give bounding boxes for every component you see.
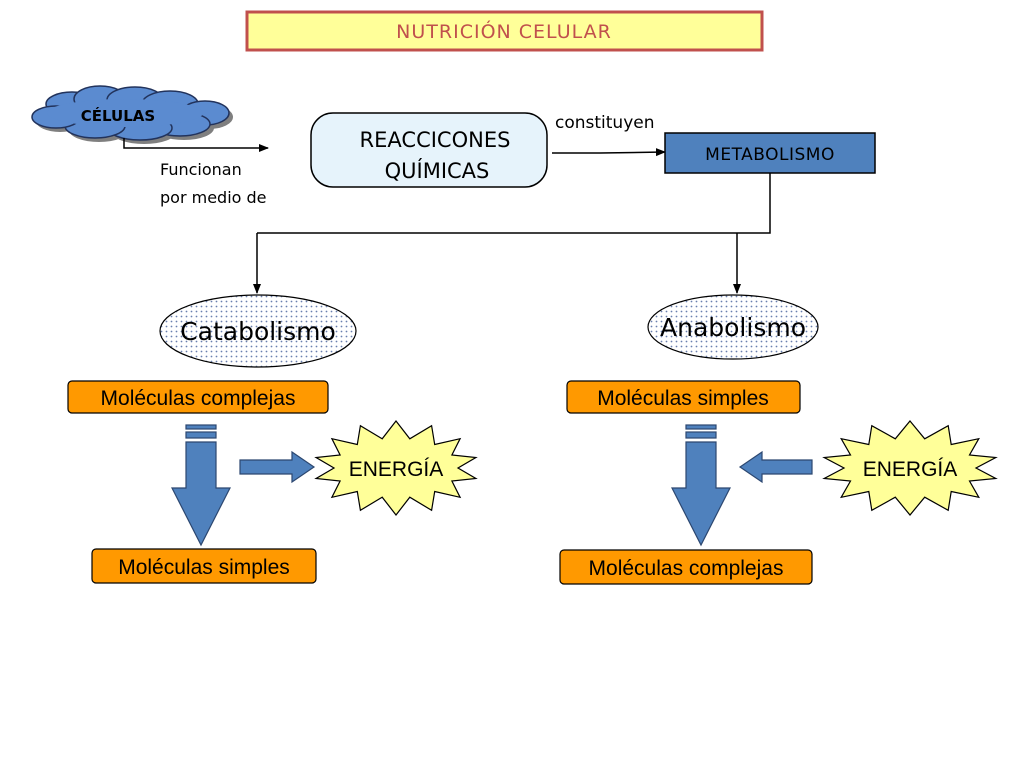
anabolismo-energy-label: ENERGÍA xyxy=(863,458,958,481)
catabolismo-energy-label: ENERGÍA xyxy=(349,458,444,481)
anabolismo-input-label: Moléculas simples xyxy=(597,387,769,410)
arrow-reacciones-metabolismo xyxy=(552,148,666,157)
connector-metabolismo-split xyxy=(257,173,771,234)
reacciones-line-2: QUÍMICAS xyxy=(385,158,490,183)
reacciones-node: REACCICONES QUÍMICAS xyxy=(310,112,548,188)
anabolismo-energy-star: ENERGÍA xyxy=(822,420,998,516)
arrow-celulas-reacciones xyxy=(123,138,269,152)
funcionan-label: Funcionan por medio de xyxy=(160,160,267,207)
anabolismo-node: Anabolismo xyxy=(647,294,819,360)
title-box: NUTRICIÓN CELULAR xyxy=(245,10,764,52)
anabolismo-output-label: Moléculas complejas xyxy=(589,557,784,580)
anabolismo-input-box: Moléculas simples xyxy=(566,380,801,414)
celulas-label: CÉLULAS xyxy=(81,106,155,125)
catabolismo-output-box: Moléculas simples xyxy=(91,548,317,584)
funcionan-line-2: por medio de xyxy=(160,188,267,207)
metabolismo-node: METABOLISMO xyxy=(664,132,876,174)
catabolismo-node: Catabolismo xyxy=(159,294,357,368)
anabolismo-energy-arrow xyxy=(738,450,813,484)
anabolismo-down-arrow xyxy=(671,424,731,547)
catabolismo-down-arrow xyxy=(171,424,231,547)
page-title: NUTRICIÓN CELULAR xyxy=(396,19,612,43)
catabolismo-output-label: Moléculas simples xyxy=(118,556,290,579)
anabolismo-output-box: Moléculas complejas xyxy=(559,549,813,585)
reacciones-line-1: REACCICONES xyxy=(360,128,511,152)
catabolismo-label: Catabolismo xyxy=(180,317,336,346)
catabolismo-input-label: Moléculas complejas xyxy=(101,387,296,410)
catabolismo-input-box: Moléculas complejas xyxy=(67,380,329,414)
funcionan-line-1: Funcionan xyxy=(160,160,242,179)
celulas-cloud: CÉLULAS xyxy=(31,85,233,144)
metabolismo-label: METABOLISMO xyxy=(705,145,835,165)
anabolismo-label: Anabolismo xyxy=(660,313,806,342)
catabolismo-energy-star: ENERGÍA xyxy=(314,420,478,516)
constituyen-label: constituyen xyxy=(555,113,655,133)
catabolismo-energy-arrow xyxy=(239,450,316,484)
